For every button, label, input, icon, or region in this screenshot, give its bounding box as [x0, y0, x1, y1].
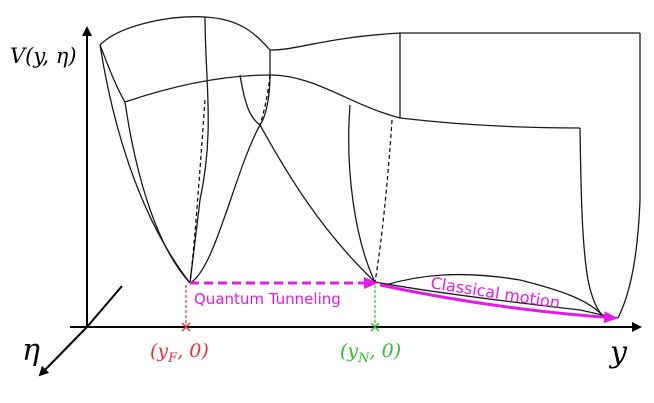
surface-floor-back: [384, 273, 606, 319]
surface-valley-right-front: [348, 104, 376, 283]
surface-right-wall: [579, 127, 606, 319]
slice-left: [189, 99, 206, 284]
y-axis-label: y: [608, 335, 628, 370]
classical-motion-arrow: [379, 283, 618, 324]
surface-left-wall: [99, 44, 191, 284]
hidden-slices: [189, 74, 393, 284]
slice-right: [374, 119, 393, 283]
axes: [38, 26, 642, 377]
surface-barrier-front: [189, 123, 376, 284]
potential-surface: [99, 16, 641, 319]
false-vacuum-label: (yF, 0): [150, 340, 209, 366]
potential-label: V(y, η): [10, 44, 77, 68]
surface-valley-left: [124, 101, 191, 284]
surface-right-edge: [617, 33, 641, 319]
false-vacuum-cross: [181, 322, 191, 332]
surface-front-edge: [99, 44, 581, 129]
nucleation-label: (yN, 0): [340, 340, 401, 366]
eta-axis-label: η: [22, 333, 40, 368]
surface-barrier-back: [189, 16, 209, 284]
surface-top-edge: [99, 16, 640, 51]
eta-axis-line-back: [86, 285, 123, 328]
quantum-tunneling-label: Quantum Tunneling: [194, 290, 341, 308]
eta-axis-line-front: [38, 326, 88, 377]
nucleation-cross: [370, 322, 380, 332]
surface-barrier-ridge: [239, 74, 271, 126]
